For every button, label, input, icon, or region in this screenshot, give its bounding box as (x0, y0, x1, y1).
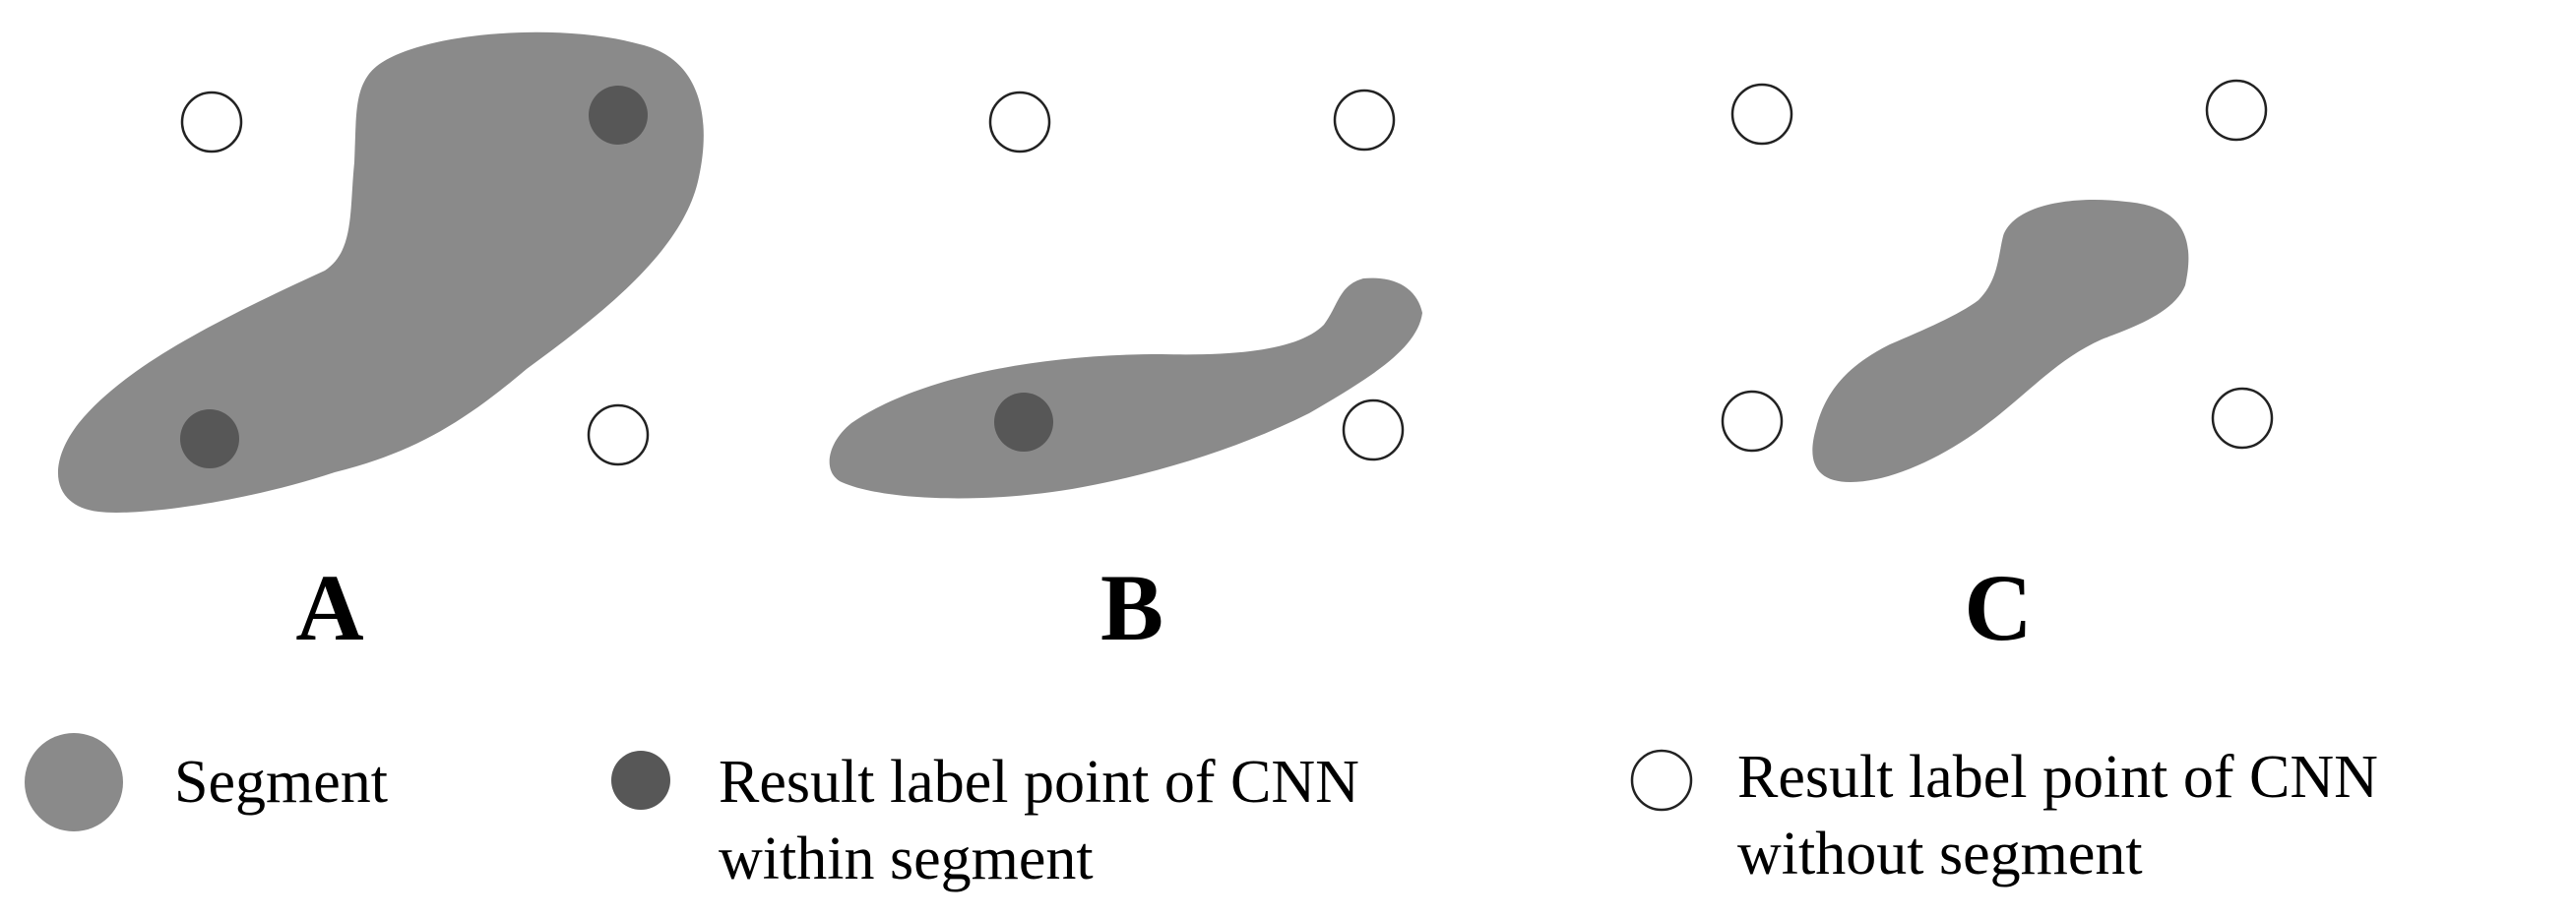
panel-label-b: B (1100, 555, 1163, 660)
outside-point-b2 (1333, 89, 1396, 152)
segment-shape-c (1812, 200, 2189, 482)
segment-swatch-icon (25, 733, 123, 831)
panel-b: B (829, 89, 1422, 660)
outside-point-b1 (988, 91, 1051, 153)
filled-dark-circle-icon (611, 751, 670, 810)
outside-point-a1 (180, 91, 243, 153)
outside-point-b3 (1342, 398, 1405, 461)
outside-point-a2 (587, 403, 650, 466)
panel-label-c: C (1964, 555, 2032, 660)
legend: Segment Result label point of CNN within… (25, 733, 2378, 892)
legend-outside-line2: without segment (1737, 821, 2143, 887)
legend-item-outside: Result label point of CNN without segmen… (1630, 744, 2378, 887)
outside-point-c4 (2211, 387, 2274, 450)
legend-item-inside: Result label point of CNN within segment (611, 749, 1359, 892)
panel-c: C (1721, 79, 2274, 660)
legend-inside-line2: within segment (719, 826, 1094, 892)
panel-a: A (57, 31, 704, 660)
legend-inside-line1: Result label point of CNN (719, 749, 1359, 816)
segment-shape-b (829, 277, 1422, 499)
outside-point-c3 (1721, 390, 1784, 453)
inside-point-a2 (180, 409, 239, 468)
legend-outside-line1: Result label point of CNN (1737, 744, 2378, 811)
legend-segment-label: Segment (174, 749, 388, 816)
outside-point-c1 (1730, 83, 1793, 146)
hollow-circle-icon (1630, 749, 1693, 812)
inside-point-a1 (589, 86, 648, 145)
legend-item-segment: Segment (25, 733, 388, 831)
panel-label-a: A (295, 555, 363, 660)
inside-point-b1 (994, 393, 1053, 452)
outside-point-c2 (2205, 79, 2268, 142)
segment-shape-a (57, 31, 704, 513)
